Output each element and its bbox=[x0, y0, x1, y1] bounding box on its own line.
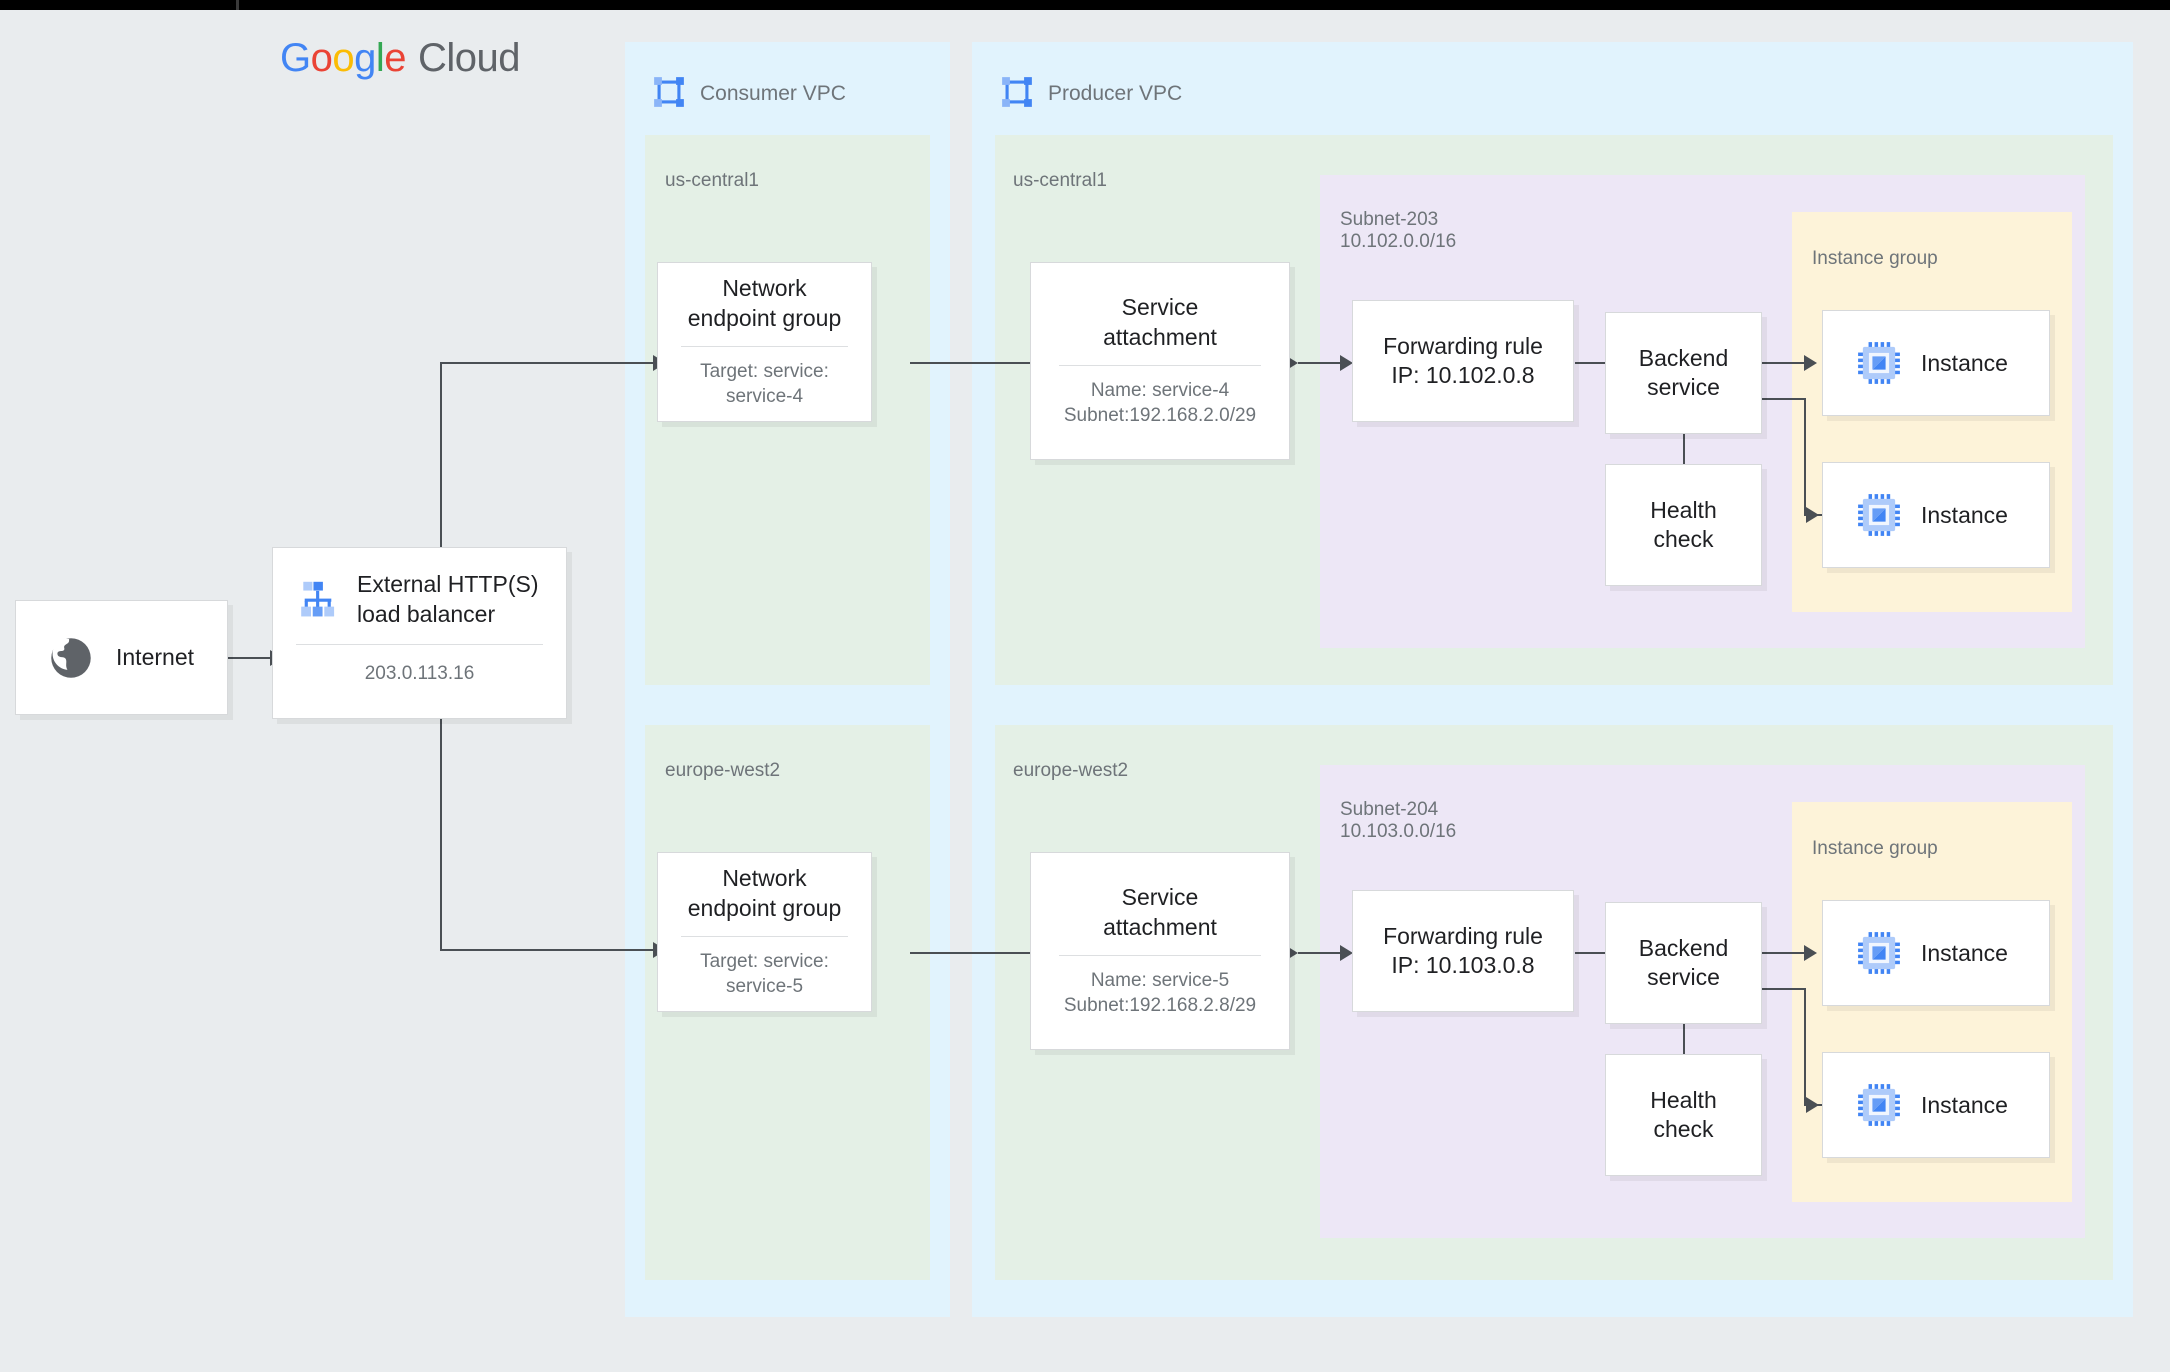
producer-region-europe-west2-label: europe-west2 bbox=[1013, 760, 1129, 781]
connector-fr-to-bs-top bbox=[1575, 362, 1620, 364]
vpc-icon bbox=[652, 75, 686, 109]
connector-bs-elbow-v-top bbox=[1804, 398, 1806, 516]
instance-icon bbox=[1857, 931, 1901, 975]
service-attachment-subtitle-top: Name: service-4 Subnet:192.168.2.0/29 bbox=[1063, 380, 1257, 427]
logo-cloud-word: Cloud bbox=[418, 36, 521, 80]
instance-node-bottom-1[interactable]: Instance bbox=[1822, 900, 2050, 1006]
subnet-203-name: Subnet-203 bbox=[1340, 209, 1439, 230]
forwarding-rule-title-bottom: Forwarding rule IP: 10.103.0.8 bbox=[1383, 922, 1543, 978]
consumer-region-us-central1-label: us-central1 bbox=[665, 170, 759, 191]
instance-node-top-1[interactable]: Instance bbox=[1822, 310, 2050, 416]
health-check-node-top[interactable]: Health check bbox=[1605, 464, 1762, 586]
connector-bs-elbow-h-bottom bbox=[1762, 988, 1806, 990]
logo-letter-g: G bbox=[280, 36, 311, 80]
instance-group-bottom-label: Instance group bbox=[1812, 838, 1938, 859]
external-http-load-balancer-node[interactable]: External HTTP(S) load balancer 203.0.113… bbox=[272, 547, 567, 719]
logo-letter-l: l bbox=[375, 36, 385, 80]
backend-service-node-bottom[interactable]: Backend service bbox=[1605, 902, 1762, 1024]
neg-title-bottom: Network endpoint group bbox=[687, 865, 842, 921]
instance-group-top-label: Instance group bbox=[1812, 248, 1938, 269]
divider bbox=[1059, 365, 1261, 367]
producer-vpc-label: Producer VPC bbox=[1048, 82, 1183, 105]
instance-label-top-2: Instance bbox=[1921, 501, 2008, 528]
connector-bs-to-instance1-top bbox=[1762, 362, 1807, 364]
divider bbox=[681, 936, 848, 938]
divider bbox=[1059, 955, 1261, 957]
health-check-title-bottom: Health check bbox=[1650, 1086, 1717, 1142]
arrow-sa-to-fr-bottom bbox=[1340, 945, 1353, 961]
arrow-bs-to-instance2-bottom bbox=[1806, 1097, 1819, 1113]
neg-subtitle-bottom: Target: service: service-5 bbox=[700, 951, 829, 998]
connector-lb-to-neg-top bbox=[440, 362, 655, 364]
subnet-203-cidr: 10.102.0.0/16 bbox=[1340, 231, 1457, 252]
arrow-bs-to-instance2-top bbox=[1806, 507, 1819, 523]
producer-region-us-central1-label: us-central1 bbox=[1013, 170, 1107, 191]
service-attachment-subtitle-bottom: Name: service-5 Subnet:192.168.2.8/29 bbox=[1063, 970, 1257, 1017]
connector-bs-to-instance1-bottom bbox=[1762, 952, 1807, 954]
neg-title-top: Network endpoint group bbox=[687, 275, 842, 331]
service-attachment-node-top[interactable]: Service attachment Name: service-4 Subne… bbox=[1030, 262, 1290, 460]
instance-node-top-2[interactable]: Instance bbox=[1822, 462, 2050, 568]
logo-letter-o1: o bbox=[310, 36, 333, 80]
neg-subtitle-top: Target: service: service-4 bbox=[700, 361, 829, 408]
divider bbox=[681, 346, 848, 348]
connector-bs-to-hc-bottom bbox=[1683, 1024, 1685, 1072]
service-attachment-node-bottom[interactable]: Service attachment Name: service-5 Subne… bbox=[1030, 852, 1290, 1050]
service-attachment-title-bottom: Service attachment bbox=[1103, 884, 1217, 940]
top-black-bar bbox=[0, 0, 2170, 10]
internet-node[interactable]: Internet bbox=[15, 600, 228, 715]
globe-icon bbox=[48, 635, 94, 681]
service-attachment-title-top: Service attachment bbox=[1103, 294, 1217, 350]
load-balancer-icon bbox=[297, 579, 339, 621]
instance-label-bottom-2: Instance bbox=[1921, 1091, 2008, 1118]
connector-sa-to-fr-bottom bbox=[1298, 952, 1343, 954]
top-bar-seam bbox=[236, 0, 239, 10]
connector-fr-to-bs-bottom bbox=[1575, 952, 1620, 954]
load-balancer-title: External HTTP(S) load balancer bbox=[357, 571, 539, 627]
instance-icon bbox=[1857, 1083, 1901, 1127]
divider bbox=[296, 643, 543, 645]
consumer-region-europe-west2-label: europe-west2 bbox=[665, 760, 781, 781]
connector-bs-to-hc-top bbox=[1683, 434, 1685, 482]
connector-lb-to-neg-bottom bbox=[440, 949, 655, 951]
connector-sa-to-fr-top bbox=[1298, 362, 1343, 364]
connector-internet-to-lb bbox=[228, 657, 273, 659]
health-check-title-top: Health check bbox=[1650, 496, 1717, 552]
network-endpoint-group-node-top[interactable]: Network endpoint group Target: service: … bbox=[657, 262, 872, 422]
subnet-204-name: Subnet-204 bbox=[1340, 799, 1439, 820]
arrow-bs-to-instance1-top bbox=[1804, 355, 1817, 371]
forwarding-rule-node-top[interactable]: Forwarding rule IP: 10.102.0.8 bbox=[1352, 300, 1574, 422]
health-check-node-bottom[interactable]: Health check bbox=[1605, 1054, 1762, 1176]
instance-icon bbox=[1857, 341, 1901, 385]
connector-bs-elbow-h-top bbox=[1762, 398, 1806, 400]
internet-label: Internet bbox=[116, 644, 194, 670]
forwarding-rule-title-top: Forwarding rule IP: 10.102.0.8 bbox=[1383, 332, 1543, 388]
logo-letter-o2: o bbox=[332, 36, 355, 80]
arrow-sa-to-fr-top bbox=[1340, 355, 1353, 371]
backend-service-title-bottom: Backend service bbox=[1638, 934, 1729, 990]
backend-service-node-top[interactable]: Backend service bbox=[1605, 312, 1762, 434]
subnet-204-cidr: 10.103.0.0/16 bbox=[1340, 821, 1457, 842]
instance-icon bbox=[1857, 493, 1901, 537]
logo-letter-e: e bbox=[384, 36, 407, 80]
vpc-icon bbox=[1000, 75, 1034, 109]
instance-label-bottom-1: Instance bbox=[1921, 939, 2008, 966]
logo-letter-g2: g bbox=[354, 36, 376, 80]
network-endpoint-group-node-bottom[interactable]: Network endpoint group Target: service: … bbox=[657, 852, 872, 1012]
backend-service-title-top: Backend service bbox=[1638, 344, 1729, 400]
instance-label-top-1: Instance bbox=[1921, 349, 2008, 376]
forwarding-rule-node-bottom[interactable]: Forwarding rule IP: 10.103.0.8 bbox=[1352, 890, 1574, 1012]
arrow-bs-to-instance1-bottom bbox=[1804, 945, 1817, 961]
instance-node-bottom-2[interactable]: Instance bbox=[1822, 1052, 2050, 1158]
connector-bs-elbow-v-bottom bbox=[1804, 988, 1806, 1106]
consumer-vpc-label: Consumer VPC bbox=[700, 82, 846, 105]
load-balancer-ip: 203.0.113.16 bbox=[364, 662, 475, 684]
